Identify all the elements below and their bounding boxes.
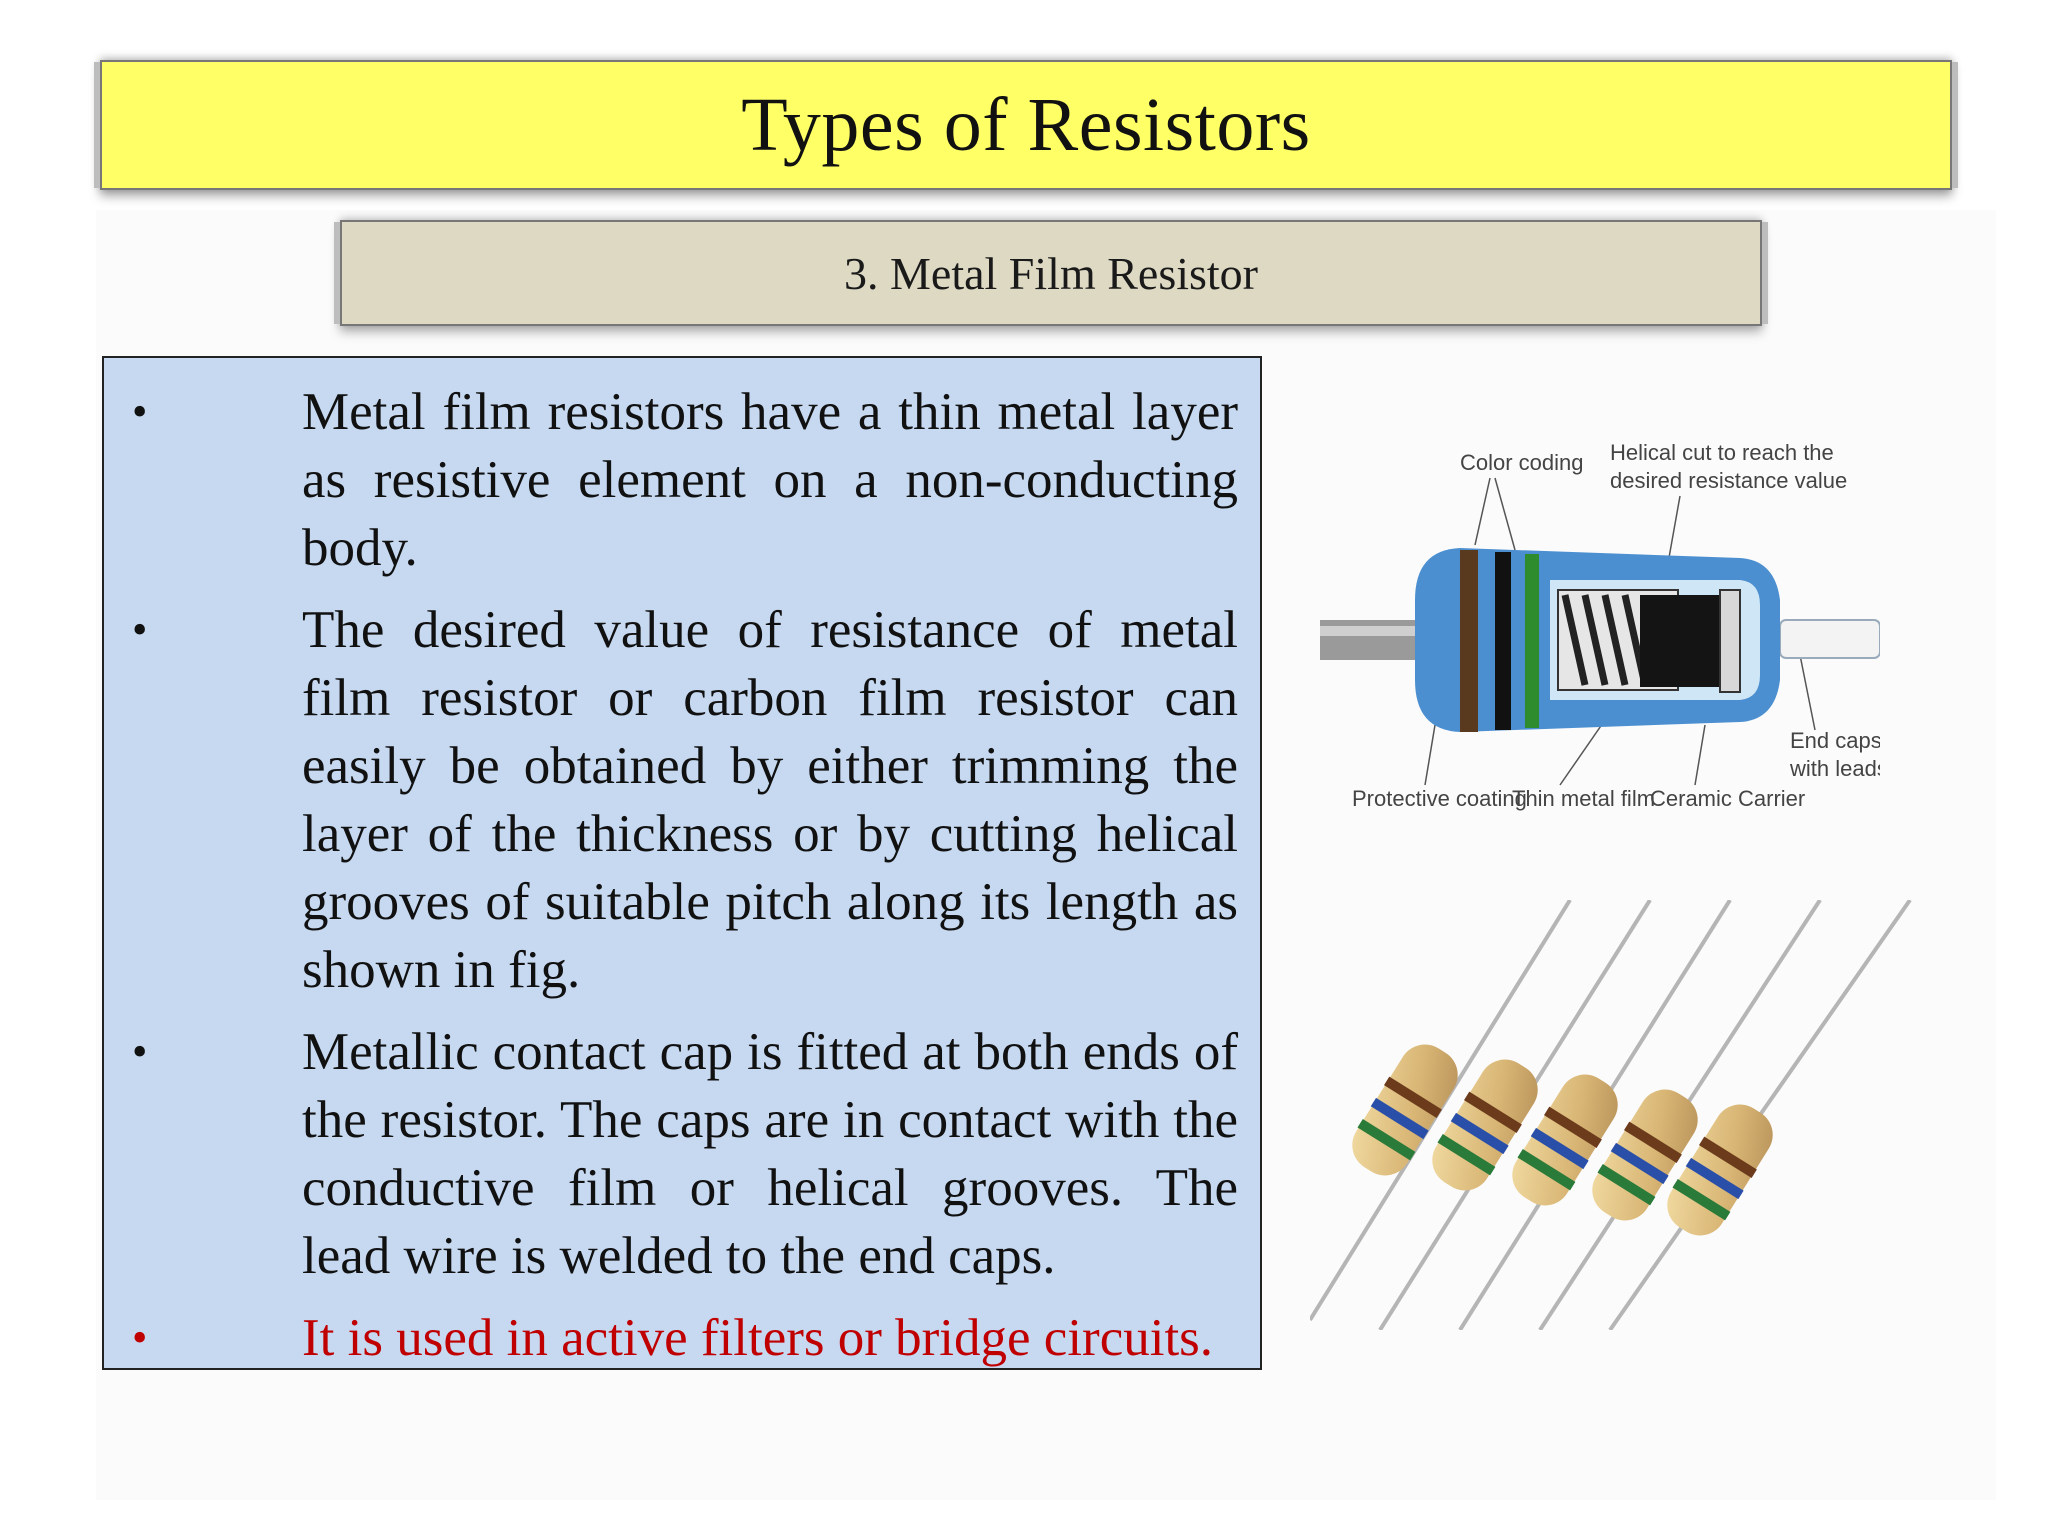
leader-lines <box>1424 477 1816 786</box>
label-ceramic-carrier: Ceramic Carrier <box>1650 786 1805 811</box>
bullet-text: Metallic contact cap is fitted at both e… <box>302 1023 1238 1285</box>
label-end-caps-line2: with leads <box>1789 756 1880 781</box>
bullet-text-box: • Metal film resistors have a thin metal… <box>102 356 1262 1370</box>
bullet-marker: • <box>132 1313 148 1362</box>
color-band-green <box>1525 554 1539 728</box>
bullet-item: • Metallic contact cap is fitted at both… <box>114 1018 1238 1290</box>
slide-title: Types of Resistors <box>741 82 1311 167</box>
bullet-item: • The desired value of resistance of met… <box>114 596 1238 1004</box>
resistor-body <box>1352 1044 1458 1176</box>
label-thin-metal-film: Thin metal film <box>1512 786 1655 811</box>
label-helical-cut-line1: Helical cut to reach the <box>1610 440 1834 465</box>
resistors-photo <box>1310 900 1912 1330</box>
resistor-body <box>1592 1089 1698 1221</box>
lead-highlight <box>1320 626 1430 636</box>
bullet-item: • Metal film resistors have a thin metal… <box>114 378 1238 582</box>
color-band-black <box>1495 552 1511 730</box>
subtitle-banner: 3. Metal Film Resistor <box>340 220 1762 326</box>
resistor-row <box>1310 900 1912 1330</box>
resistor-body <box>1512 1074 1618 1206</box>
right-lead-wire <box>1779 619 1880 659</box>
label-end-caps-line1: End caps <box>1790 728 1880 753</box>
resistor-body <box>1667 1104 1773 1236</box>
color-band-brown <box>1460 550 1478 732</box>
bullet-text: The desired value of resistance of metal… <box>302 601 1238 999</box>
ceramic-carrier <box>1640 595 1720 687</box>
bullet-text: Metal film resistors have a thin metal l… <box>302 383 1238 577</box>
bullet-marker: • <box>132 387 148 436</box>
label-helical-cut-line2: desired resistance value <box>1610 468 1847 493</box>
bullet-marker: • <box>132 605 148 654</box>
bullet-marker: • <box>132 1027 148 1076</box>
label-protective-coating: Protective coating <box>1352 786 1527 811</box>
bullet-text: It is used in active filters or bridge c… <box>302 1309 1214 1367</box>
end-cap <box>1719 589 1741 693</box>
title-banner: Types of Resistors <box>100 60 1952 190</box>
bullet-item-highlighted: • It is used in active filters or bridge… <box>114 1304 1238 1372</box>
slide-subtitle: 3. Metal Film Resistor <box>844 247 1258 299</box>
resistor-cutaway-diagram: Color coding Helical cut to reach the de… <box>1320 440 1880 811</box>
bullet-list: • Metal film resistors have a thin metal… <box>114 378 1238 1372</box>
label-color-coding: Color coding <box>1460 450 1584 475</box>
resistor-body <box>1432 1059 1538 1191</box>
